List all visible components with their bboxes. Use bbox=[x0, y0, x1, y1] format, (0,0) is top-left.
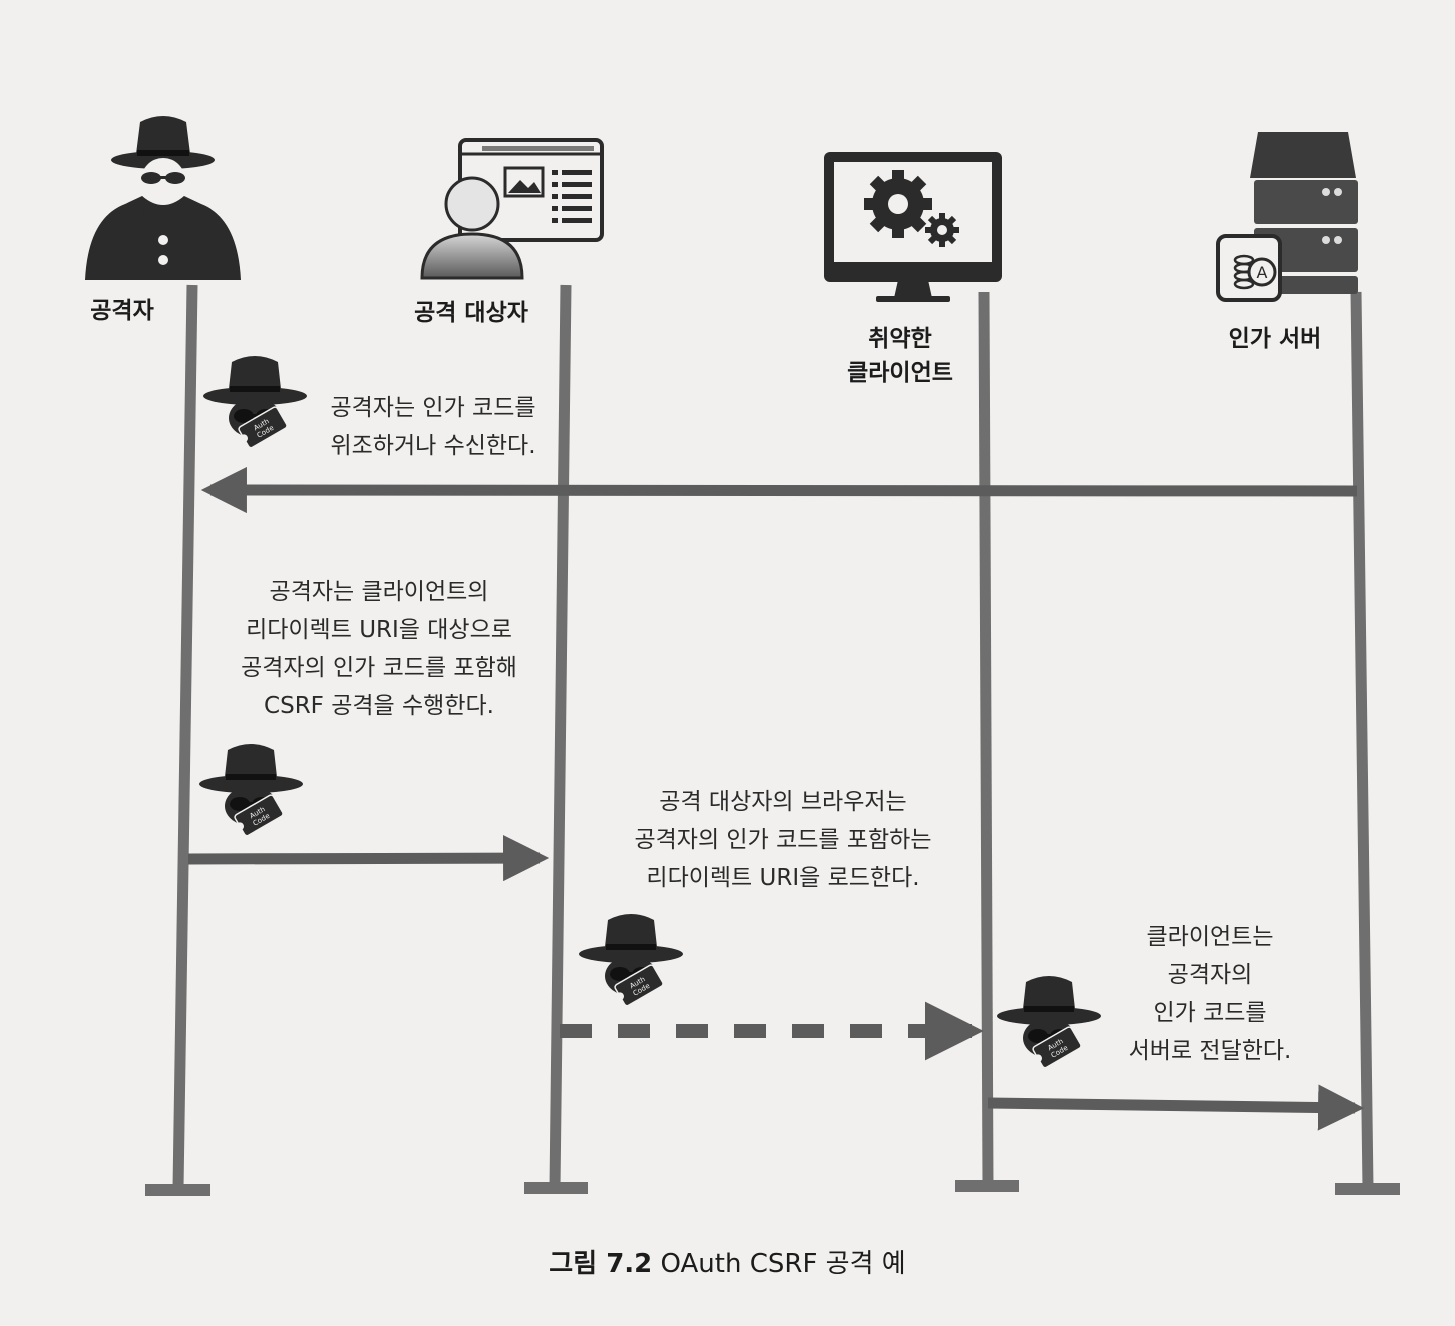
actor-label-server: 인가 서버 bbox=[1228, 326, 1322, 352]
lifeline-client bbox=[978, 291, 994, 1187]
arrow-client-to-server bbox=[987, 1084, 1365, 1131]
lifelines bbox=[145, 284, 1400, 1196]
lifeline-victim bbox=[549, 284, 572, 1189]
user-browser-icon bbox=[420, 138, 604, 280]
lifeline-attacker bbox=[172, 284, 198, 1189]
server-badge-letter: A bbox=[1257, 263, 1268, 282]
step-3-text: 공격 대상자의 브라우저는 공격자의 인가 코드를 포함하는 리다이렉트 URI… bbox=[634, 789, 932, 891]
step-1-text: 공격자는 인가 코드를 위조하거나 수신한다. bbox=[330, 395, 536, 459]
actor-label-victim: 공격 대상자 bbox=[414, 300, 528, 326]
figure-caption: 그림 7.2 OAuth CSRF 공격 예 bbox=[0, 1243, 1455, 1280]
lifeline-server bbox=[1350, 291, 1374, 1189]
step-2-text: 공격자는 클라이언트의 리다이렉트 URI을 대상으로 공격자의 인가 코드를 … bbox=[241, 579, 517, 719]
arrow-server-to-attacker bbox=[200, 466, 1358, 514]
actor-label-attacker: 공격자 bbox=[90, 298, 154, 324]
messages bbox=[187, 466, 1365, 1131]
figure-number: 그림 7.2 bbox=[549, 1249, 653, 1279]
arrow-attacker-to-victim bbox=[187, 835, 550, 882]
hacker-with-code-icon bbox=[202, 355, 308, 452]
step-4-text: 클라이언트는 공격자의 인가 코드를 서버로 전달한다. bbox=[1128, 924, 1292, 1064]
hacker-icon bbox=[85, 116, 241, 280]
actor-label-client: 취약한 클라이언트 bbox=[847, 326, 953, 386]
figure-title: OAuth CSRF 공격 예 bbox=[660, 1249, 906, 1279]
server-icon: A bbox=[1216, 132, 1358, 302]
hacker-with-code-icon bbox=[198, 743, 304, 840]
hacker-with-code-icon bbox=[996, 975, 1102, 1072]
hacker-with-code-icon bbox=[578, 913, 684, 1010]
monitor-gears-icon bbox=[824, 152, 1002, 302]
